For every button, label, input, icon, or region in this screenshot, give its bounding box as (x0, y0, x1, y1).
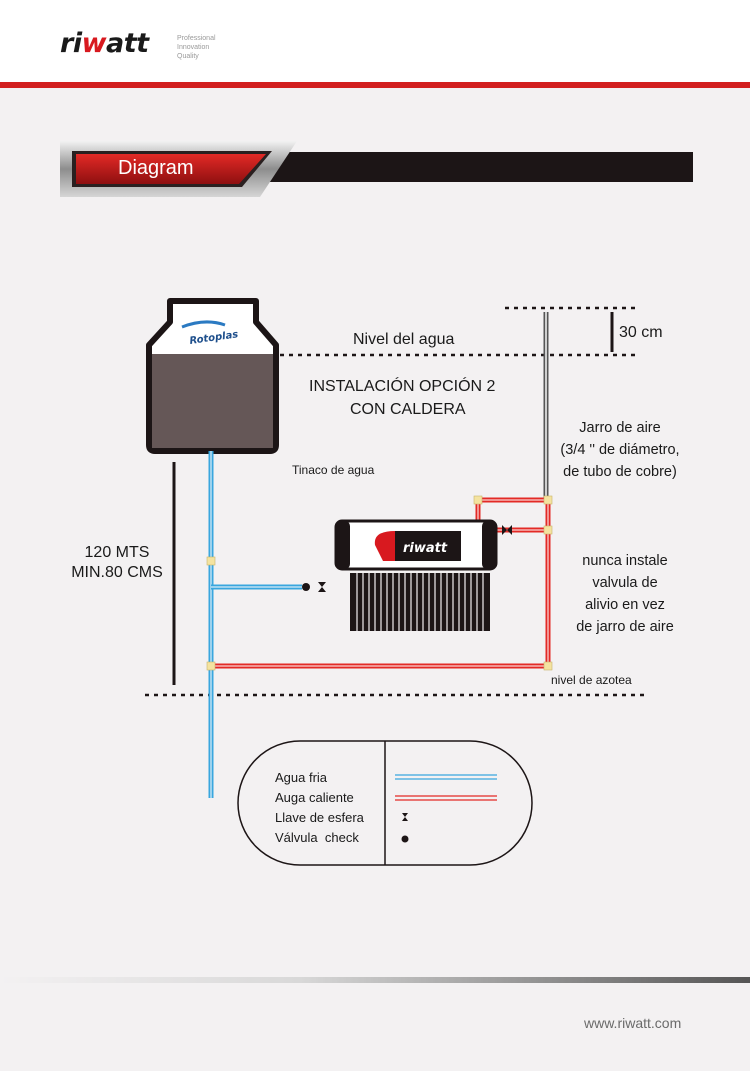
diagram-title-line2: CON CALDERA (350, 401, 466, 418)
roof-level-label: nivel de azotea (551, 673, 632, 687)
water-tank (146, 298, 279, 454)
page-header: riwatt Professional Innovation Quality (0, 0, 750, 82)
cold-water-pipes (208, 451, 302, 798)
tagline: Professional Innovation Quality (177, 34, 216, 61)
air-jar-line: (3/4 '' de diámetro, (560, 442, 680, 458)
legend-labels: Agua fria Auga caliente Llave de esfera … (275, 768, 364, 848)
pipe-fittings (206, 495, 553, 671)
hot-water-line (395, 795, 497, 801)
height-label: 120 MTS MIN.80 CMS (52, 543, 182, 583)
tank-label: Tinaco de agua (292, 463, 375, 477)
solar-heater (334, 519, 498, 631)
air-jar-line: de tubo de cobre) (563, 464, 677, 480)
legend-item-label: Válvula check (275, 830, 359, 845)
warning-line: alivio en vez (585, 597, 665, 613)
footer-rule (0, 977, 750, 983)
tagline-line: Innovation (177, 44, 210, 51)
header-rule (0, 82, 750, 88)
tagline-line: Quality (177, 53, 199, 60)
section-title-badge (60, 141, 297, 197)
heater-brand-label: riwatt (403, 541, 448, 556)
warning-line: valvula de (592, 575, 658, 591)
ball-valve-icon (502, 525, 512, 535)
legend-item-label: Agua fria (275, 770, 328, 785)
tagline-line: Professional (177, 35, 216, 42)
diagram-title-line1: INSTALACIÓN OPCIÓN 2 (309, 378, 496, 395)
air-jar-label: Jarro de aire (3/4 '' de diámetro, de tu… (540, 417, 700, 483)
warning-note: nunca instale valvula de alivio en vez d… (555, 550, 695, 638)
legend-item-label: Llave de esfera (275, 810, 364, 825)
section-bar (240, 152, 693, 182)
height-line: 120 MTS (84, 544, 150, 561)
cold-water-line (395, 774, 497, 780)
website-link[interactable]: www.riwatt.com (584, 1015, 682, 1031)
air-jar-line: Jarro de aire (579, 420, 661, 436)
legend-item-label: Auga caliente (275, 790, 354, 805)
height-line: MIN.80 CMS (71, 564, 163, 581)
warning-line: nunca instale (582, 553, 668, 569)
check-valve-icon (302, 583, 310, 591)
legend-box (237, 740, 533, 866)
clearance-label: 30 cm (619, 324, 663, 341)
water-level-label: Nivel del agua (353, 331, 455, 348)
check-valve-icon (401, 835, 409, 843)
riwatt-logo: riwatt (60, 28, 149, 59)
ball-valve-icon (318, 582, 326, 592)
warning-line: de jarro de aire (576, 619, 674, 635)
ball-valve-icon (402, 813, 408, 821)
section-title: Diagram (118, 157, 194, 179)
